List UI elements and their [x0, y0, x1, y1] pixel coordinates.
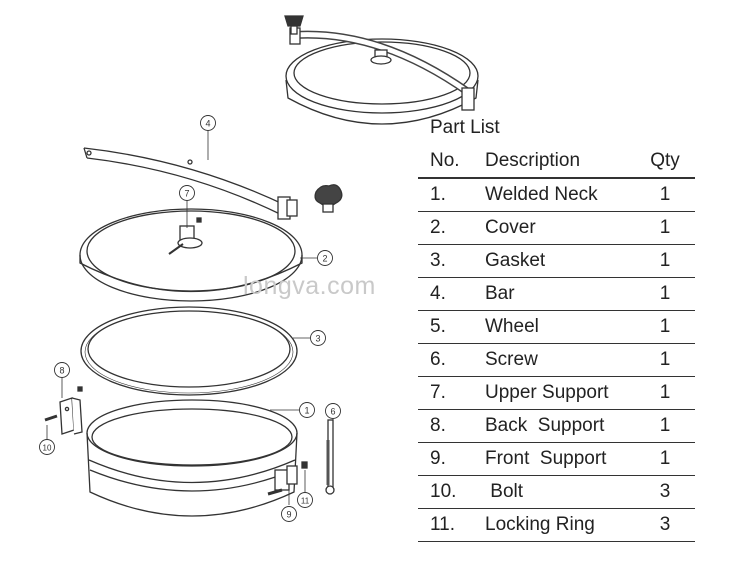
callout-circles: [39, 115, 341, 522]
callout-10-circle: [39, 439, 55, 455]
assembled-manhole: [284, 15, 479, 125]
callout-6: 6: [330, 407, 335, 417]
callout-4-circle: [200, 115, 216, 131]
front-support-part: [267, 419, 335, 496]
part-qty: 1: [635, 211, 695, 245]
part-description: Screw: [485, 343, 635, 377]
callout-9: 9: [286, 510, 291, 520]
callout-3-circle: [310, 330, 326, 346]
part-number: 5.: [418, 310, 485, 344]
part-description: Welded Neck: [485, 178, 635, 212]
parts-header-row: No. Description Qty: [418, 145, 695, 179]
part-qty: 1: [635, 376, 695, 410]
part-qty: 1: [635, 310, 695, 344]
gasket-part: [80, 306, 298, 396]
part-number: 9.: [418, 442, 485, 476]
callout-7: 7: [184, 189, 189, 199]
part-description: Upper Support: [485, 376, 635, 410]
part-number: 1.: [418, 178, 485, 212]
callout-10: 10: [43, 444, 52, 453]
part-qty: 3: [635, 508, 695, 542]
callout-1: 1: [304, 406, 309, 416]
part-description: Cover: [485, 211, 635, 245]
leader-lines: [46, 130, 334, 505]
part-number: 3.: [418, 244, 485, 278]
part-description: Locking Ring: [485, 508, 635, 542]
callout-9-circle: [281, 506, 297, 522]
part-description: Wheel: [485, 310, 635, 344]
part-description: Bolt: [485, 475, 635, 509]
part-qty: 1: [635, 277, 695, 311]
callout-6-circle: [325, 403, 341, 419]
header-qty: Qty: [635, 145, 695, 179]
part-description: Bar: [485, 277, 635, 311]
header-no: No.: [418, 145, 485, 179]
bar-part: [83, 147, 298, 220]
part-number: 4.: [418, 277, 485, 311]
callout-numbers: 4 7 2 3 1 6 8 10 9 11: [43, 119, 336, 520]
callout-7-circle: [179, 185, 195, 201]
part-description: Gasket: [485, 244, 635, 278]
part-number: 8.: [418, 409, 485, 443]
part-number: 6.: [418, 343, 485, 377]
callout-2-circle: [317, 250, 333, 266]
callout-4: 4: [205, 119, 210, 129]
parts-list-title: Part List: [430, 117, 500, 138]
callout-8: 8: [59, 366, 64, 376]
part-number: 2.: [418, 211, 485, 245]
callout-3: 3: [315, 334, 320, 344]
part-qty: 1: [635, 244, 695, 278]
part-number: 7.: [418, 376, 485, 410]
callout-8-circle: [54, 362, 70, 378]
callout-1-circle: [299, 402, 315, 418]
callout-11-circle: [297, 492, 313, 508]
part-qty: 3: [635, 475, 695, 509]
part-number: 11.: [418, 508, 485, 542]
part-description: Front Support: [485, 442, 635, 476]
back-support-part: [44, 386, 83, 435]
part-qty: 1: [635, 442, 695, 476]
wheel-part: [314, 184, 343, 213]
part-qty: 1: [635, 409, 695, 443]
part-qty: 1: [635, 178, 695, 212]
header-description: Description: [485, 145, 635, 179]
part-number: 10.: [418, 475, 485, 509]
part-qty: 1: [635, 343, 695, 377]
part-description: Back Support: [485, 409, 635, 443]
watermark: longva.com: [243, 272, 376, 300]
cover-part: [79, 208, 303, 302]
callout-11: 11: [301, 497, 310, 506]
callout-2: 2: [322, 254, 327, 264]
welded-neck-part: [86, 399, 298, 517]
